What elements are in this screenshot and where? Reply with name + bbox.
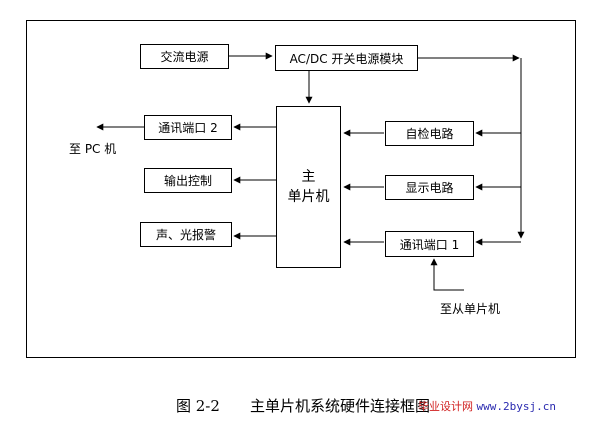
main-mcu-block: 主 单片机: [276, 106, 341, 268]
watermark-text: 毕业设计网: [418, 400, 473, 413]
comm-port-2-label: 通讯端口 2: [158, 121, 218, 135]
comm-port-1-block: 通讯端口 1: [385, 231, 474, 257]
comm-port-2-block: 通讯端口 2: [144, 115, 232, 140]
main-mcu-label-line1: 主: [301, 169, 316, 185]
self-check-label: 自检电路: [405, 127, 454, 141]
watermark-url: www.2bysj.cn: [476, 400, 556, 413]
diagram-frame: [26, 20, 576, 358]
arrow-slave-to-comm-port-1: [430, 258, 464, 291]
ac-power-block: 交流电源: [140, 44, 229, 69]
to-pc-label: 至 PC 机: [69, 142, 117, 156]
figure-number: 图 2-2: [176, 397, 220, 415]
display-block: 显示电路: [385, 175, 474, 200]
alarm-block: 声、光报警: [140, 222, 232, 247]
acdc-module-block: AC/DC 开关电源模块: [275, 45, 418, 71]
comm-port-1-label: 通讯端口 1: [399, 237, 460, 252]
watermark: 毕业设计网 www.2bysj.cn: [418, 398, 556, 414]
display-label: 显示电路: [405, 181, 454, 195]
ac-power-label: 交流电源: [160, 50, 209, 64]
main-mcu-label-line2: 单片机: [287, 189, 330, 205]
alarm-label: 声、光报警: [155, 228, 216, 242]
to-slave-mcu-label: 至从单片机: [440, 302, 501, 316]
output-control-label: 输出控制: [163, 174, 212, 188]
output-control-block: 输出控制: [144, 168, 232, 193]
figure-title: 主单片机系统硬件连接框图: [250, 397, 431, 415]
self-check-block: 自检电路: [385, 121, 474, 146]
acdc-module-label: AC/DC 开关电源模块: [289, 51, 404, 66]
